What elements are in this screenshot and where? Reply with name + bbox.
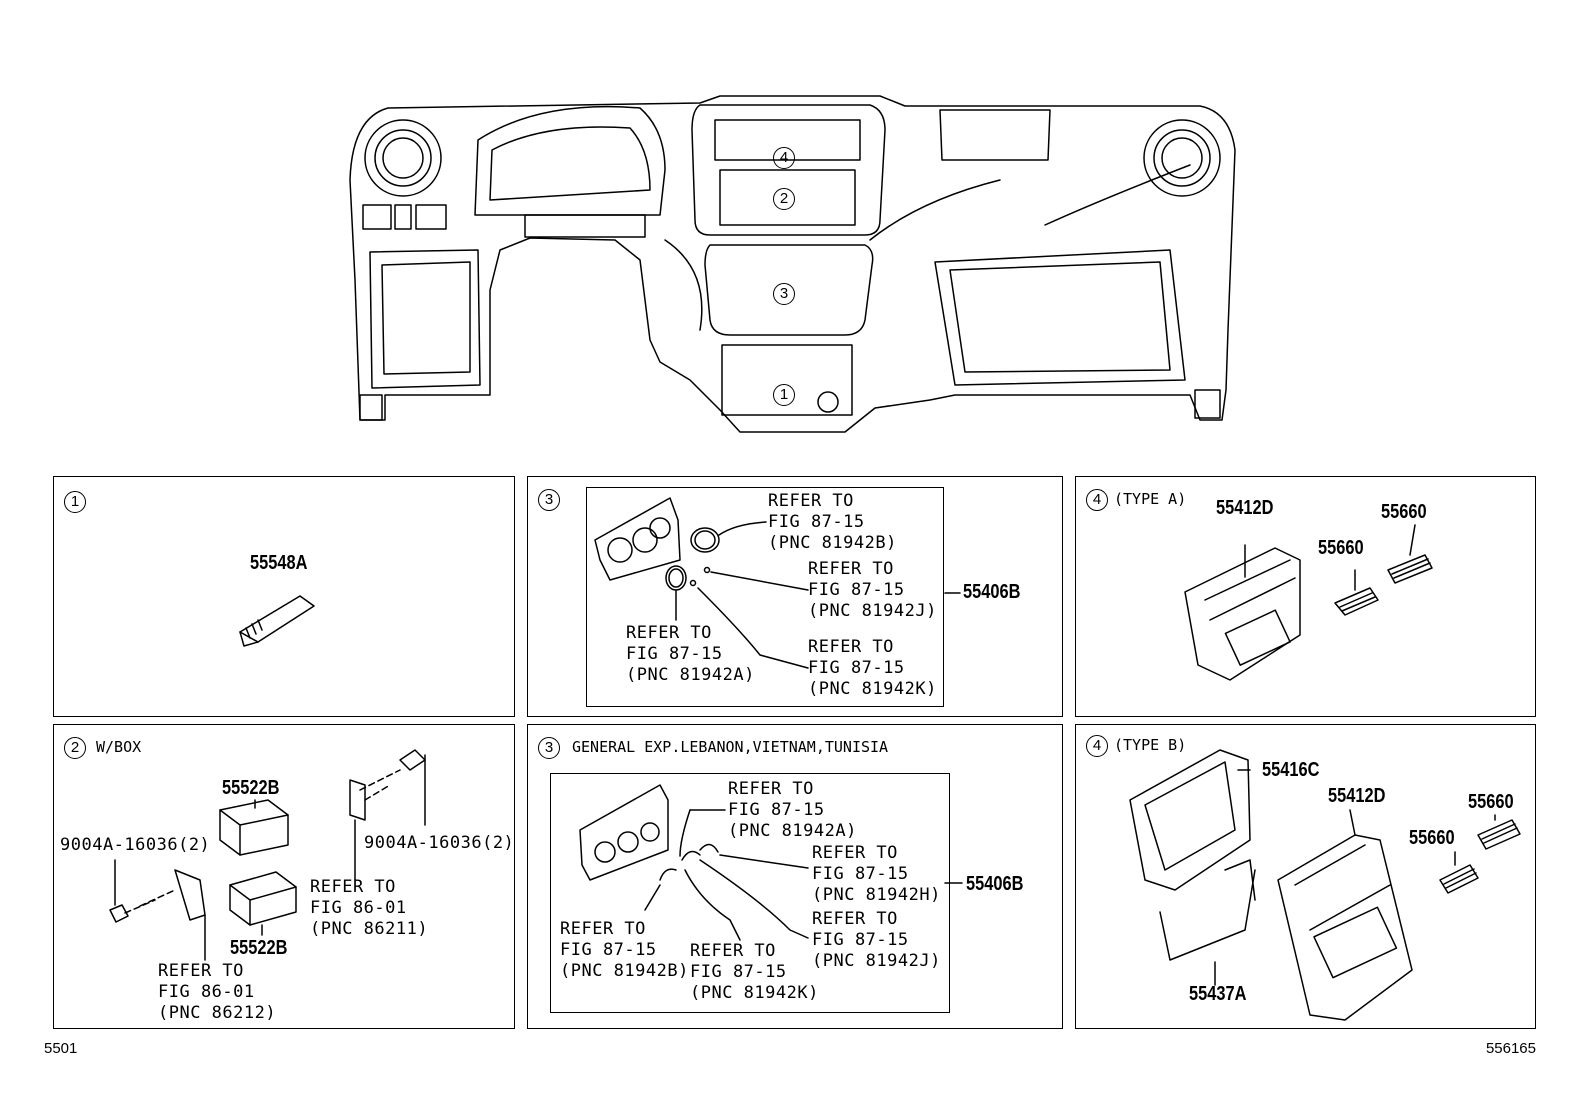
panel3a-drawing — [594, 497, 961, 669]
panel-3b-ref-81942K: REFER TO FIG 87-15 (PNC 81942K) — [690, 941, 819, 1003]
part-55522B-top-label: 55522B — [222, 777, 280, 799]
panel-4a-title: (TYPE A) — [1114, 490, 1187, 508]
panel-4b-index: 4 — [1086, 735, 1108, 757]
ref-pnc-86212: REFER TO FIG 86-01 (PNC 86212) — [158, 961, 277, 1023]
panel-4a-part-55412D: 55412D — [1216, 497, 1274, 519]
panel-3a-part-55406B: 55406B — [963, 581, 1021, 603]
panel-4a-index: 4 — [1086, 489, 1108, 511]
overview-marker-4: 4 — [773, 147, 795, 169]
panel-3a-ref-81942A: REFER TO FIG 87-15 (PNC 81942A) — [626, 623, 755, 685]
panel-4b: 4 (TYPE B) 55416C 55412D 55660 55660 554… — [1075, 724, 1536, 1029]
dashboard-illustration — [349, 95, 1236, 433]
panel-4b-part-55437A: 55437A — [1189, 983, 1247, 1005]
footer-figure-number: 5501 — [44, 1040, 78, 1057]
panel-4a-part-55660-b: 55660 — [1381, 501, 1427, 523]
panel-3a-ref-81942J: REFER TO FIG 87-15 (PNC 81942J) — [808, 559, 937, 621]
panel-4b-part-55412D: 55412D — [1328, 785, 1386, 807]
overview-marker-3: 3 — [773, 283, 795, 305]
ref-pnc-86211: REFER TO FIG 86-01 (PNC 86211) — [310, 877, 429, 939]
overview-marker-1: 1 — [773, 384, 795, 406]
part-55548A-drawing — [239, 595, 315, 647]
panel-3b-index: 3 — [538, 737, 560, 759]
panel-3b-ref-81942B: REFER TO FIG 87-15 (PNC 81942B) — [560, 919, 689, 981]
panel-3a-index: 3 — [538, 489, 560, 511]
panel-3a-inset — [586, 487, 944, 707]
panel-3a-ref-81942K: REFER TO FIG 87-15 (PNC 81942K) — [808, 637, 937, 699]
panel-4a: 4 (TYPE A) 55412D 55660 55660 — [1075, 476, 1536, 717]
panel-2-title: W/BOX — [96, 738, 142, 756]
panel-3b-inset — [550, 773, 950, 1013]
panel-3a: 3 REFER TO FIG 87-15 (PNC 81942B) REFER … — [527, 476, 1063, 717]
panel2-drawing — [109, 749, 426, 961]
panel-3b-title: GENERAL EXP.LEBANON,VIETNAM,TUNISIA — [572, 738, 889, 756]
screw-left-label: 9004A-16036(2) — [60, 835, 211, 855]
panel-3b-ref-81942J: REFER TO FIG 87-15 (PNC 81942J) — [812, 909, 941, 971]
panel3b-drawing — [579, 784, 963, 941]
panel-1-index: 1 — [64, 491, 86, 513]
overview-marker-2: 2 — [773, 188, 795, 210]
panel-4b-title: (TYPE B) — [1114, 736, 1187, 754]
screw-right-label: 9004A-16036(2) — [364, 833, 515, 853]
panel4a-drawing — [1184, 524, 1433, 681]
part-55522B-bottom-label: 55522B — [230, 937, 288, 959]
panel-3b-part-55406B: 55406B — [966, 873, 1024, 895]
panel-3a-ref-81942B: REFER TO FIG 87-15 (PNC 81942B) — [768, 491, 897, 553]
panel-3b-ref-81942H: REFER TO FIG 87-15 (PNC 81942H) — [812, 843, 941, 905]
panel4b-drawing — [1129, 749, 1521, 1021]
panel-4b-part-55416C: 55416C — [1262, 759, 1320, 781]
panel-4b-part-55660-a: 55660 — [1409, 827, 1455, 849]
panel-4b-part-55660-b: 55660 — [1468, 791, 1514, 813]
panel-3b-ref-81942A: REFER TO FIG 87-15 (PNC 81942A) — [728, 779, 857, 841]
part-55548A-label: 55548A — [250, 552, 308, 574]
panel-2-index: 2 — [64, 737, 86, 759]
panel-2: 2 W/BOX 55522B 55522B 9004A-16036(2) 900… — [53, 724, 515, 1029]
footer-illustration-number: 556165 — [1485, 1040, 1536, 1057]
panel-4a-part-55660-a: 55660 — [1318, 537, 1364, 559]
panel-1: 1 55548A — [53, 476, 515, 717]
panel-3b: 3 GENERAL EXP.LEBANON,VIETNAM,TUNISIA RE… — [527, 724, 1063, 1029]
